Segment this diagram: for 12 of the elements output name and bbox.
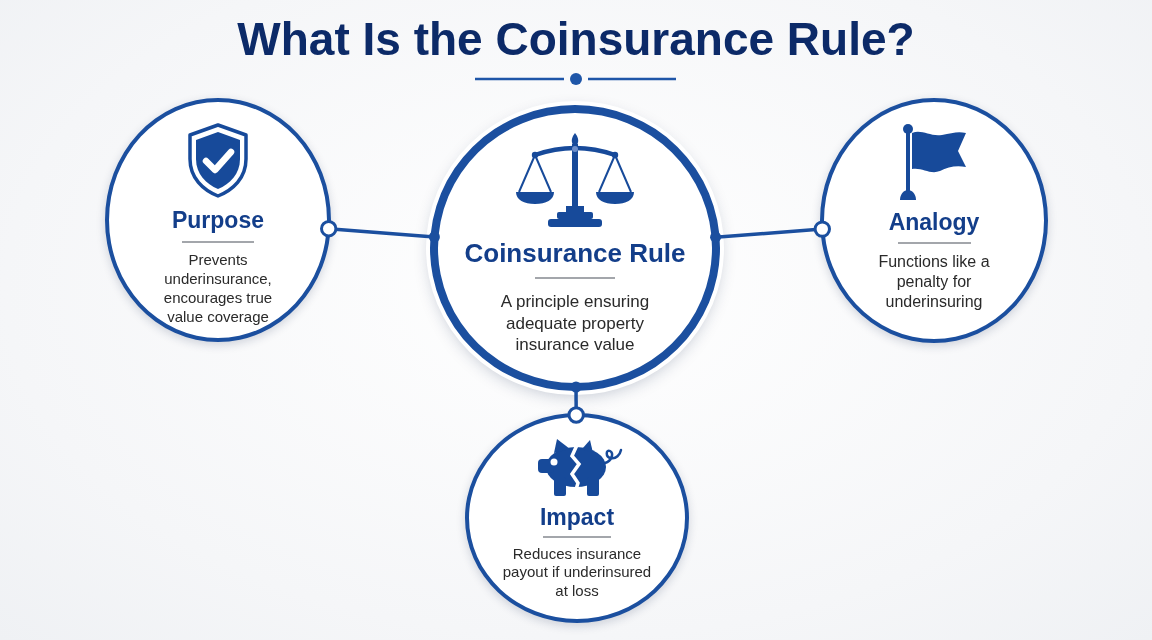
node-heading: Analogy [888, 208, 980, 236]
title: What Is the Coinsurance Rule? [237, 12, 915, 67]
connector-line [567, 381, 585, 424]
node-description: Reduces insurance payout if underinsured at loss [501, 544, 653, 601]
node-description: Functions like a penalty for underinsuring [877, 252, 991, 312]
node-description: A principle ensuring adequate property insurance value [499, 291, 651, 356]
connector-line [320, 220, 440, 243]
node-heading: Coinsurance Rule [464, 237, 686, 269]
node-heading: Impact [539, 503, 615, 531]
node-heading: Purpose [172, 206, 264, 234]
connector-line [710, 220, 831, 243]
node-description: Prevents underinsurance, encourages true value coverage [162, 250, 274, 326]
